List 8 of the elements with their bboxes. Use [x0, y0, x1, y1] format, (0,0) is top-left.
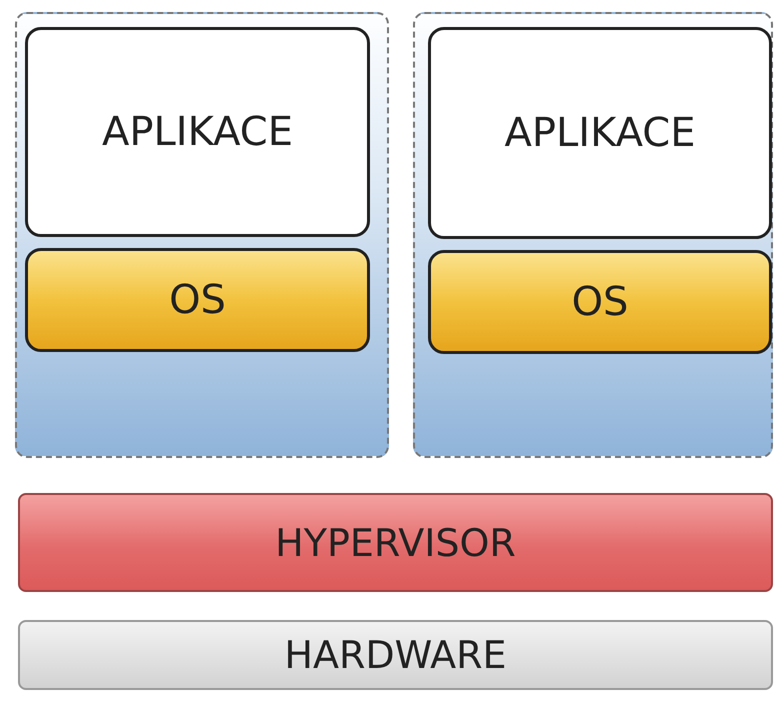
application-box: APLIKACE: [25, 27, 370, 237]
hardware-bar: HARDWARE: [18, 620, 773, 690]
virtual-machine-panel: [413, 12, 773, 458]
os-box: OS: [428, 250, 772, 354]
os-box: OS: [25, 248, 370, 352]
application-box: APLIKACE: [428, 27, 772, 239]
hypervisor-bar: HYPERVISOR: [18, 493, 773, 592]
virtual-machine-panel: [15, 12, 389, 458]
